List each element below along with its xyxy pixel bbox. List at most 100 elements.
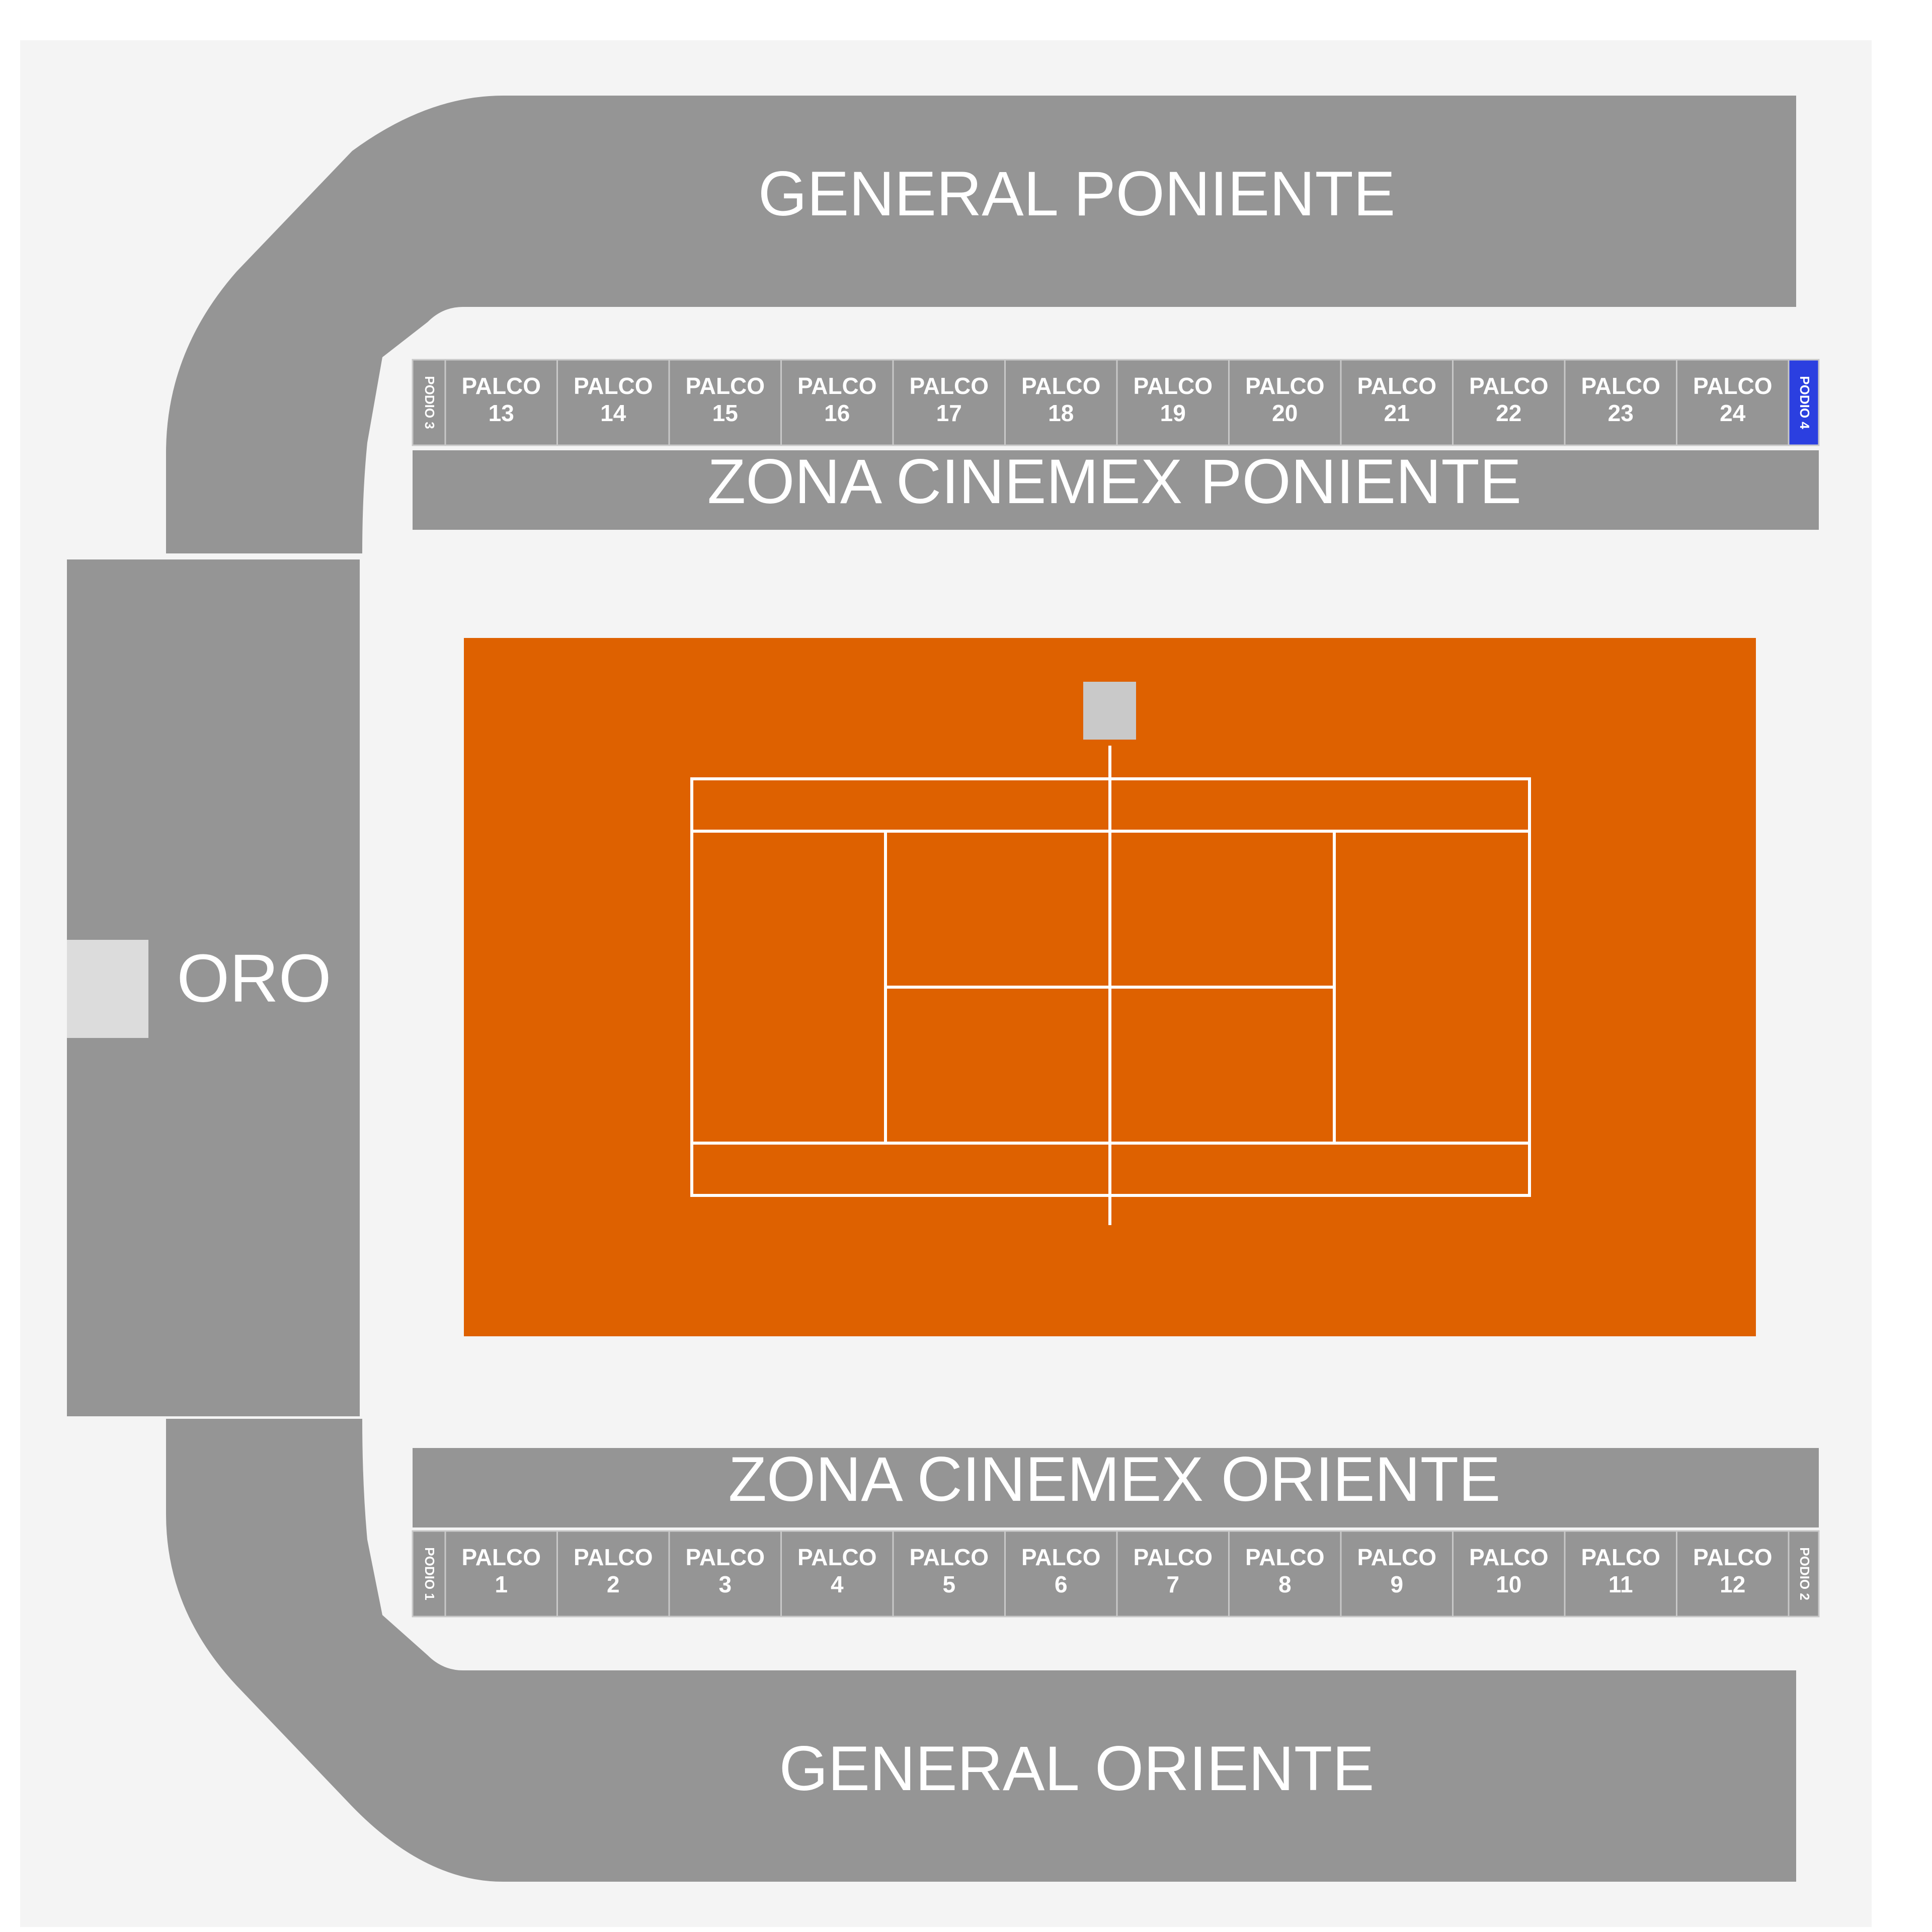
palco-label: PALCO <box>574 373 653 399</box>
palco-box[interactable] <box>1564 1530 1677 1618</box>
palco-number: 24 <box>1720 400 1746 426</box>
palco-row-oriente: PALCO1PALCO2PALCO3PALCO4PALCO5PALCO6PALC… <box>444 1530 1790 1618</box>
palco-number: 8 <box>1278 1571 1292 1597</box>
palco-label: PALCO <box>1021 1544 1101 1570</box>
section-label-general-poniente: GENERAL PONIENTE <box>758 159 1395 229</box>
palco-number: 11 <box>1608 1571 1633 1597</box>
palco-box[interactable] <box>1452 359 1566 446</box>
palco-label: PALCO <box>1133 1544 1213 1570</box>
section-label-oro: ORO <box>177 940 332 1016</box>
palco-number: 1 <box>495 1571 508 1597</box>
palco-label: PALCO <box>1357 373 1436 399</box>
palco-box[interactable] <box>1228 1530 1342 1618</box>
palco-label: PALCO <box>1469 373 1549 399</box>
section-zona-cinemex-poniente[interactable] <box>413 450 1819 530</box>
palco-label: PALCO <box>1693 373 1773 399</box>
palco-label: PALCO <box>685 373 765 399</box>
section-zona-cinemex-oriente[interactable] <box>413 1448 1819 1527</box>
palco-number: 12 <box>1720 1571 1745 1597</box>
palco-number: 4 <box>831 1571 844 1597</box>
palco-number: 5 <box>942 1571 955 1597</box>
oro-accessory-box <box>67 940 148 1038</box>
section-general-oriente[interactable] <box>166 1419 1796 1882</box>
palco-number: 2 <box>607 1571 620 1597</box>
palco-box[interactable] <box>1116 359 1230 446</box>
palco-number: 7 <box>1166 1571 1179 1597</box>
palco-box[interactable] <box>1340 359 1454 446</box>
palco-number: 15 <box>712 400 738 426</box>
palco-label: PALCO <box>909 1544 989 1570</box>
section-label-general-oriente: GENERAL ORIENTE <box>779 1734 1374 1804</box>
umpire-chair <box>1083 682 1136 740</box>
palco-box[interactable] <box>780 1530 894 1618</box>
palco-box[interactable] <box>780 359 894 446</box>
palco-row-poniente: PALCO13PALCO14PALCO15PALCO16PALCO17PALCO… <box>444 359 1790 446</box>
section-label-zona-cinemex-poniente: ZONA CINEMEX PONIENTE <box>707 447 1521 517</box>
palco-box[interactable] <box>1228 359 1342 446</box>
palco-box[interactable] <box>556 359 670 446</box>
palco-number: 6 <box>1055 1571 1068 1597</box>
palco-label: PALCO <box>461 1544 541 1570</box>
palco-box[interactable] <box>668 1530 782 1618</box>
podio-4[interactable]: PODIO 4 <box>1788 359 1820 446</box>
palco-box[interactable] <box>1004 1530 1118 1618</box>
palco-box[interactable] <box>668 359 782 446</box>
palco-number: 21 <box>1384 400 1410 426</box>
palco-label: PALCO <box>797 373 877 399</box>
palco-number: 3 <box>718 1571 732 1597</box>
palco-box[interactable] <box>1340 1530 1454 1618</box>
palco-box[interactable] <box>892 1530 1006 1618</box>
palco-box[interactable] <box>1004 359 1118 446</box>
podio-3-label: PODIO 3 <box>422 376 437 429</box>
palco-box[interactable] <box>1676 359 1790 446</box>
palco-box[interactable] <box>892 359 1006 446</box>
palco-label: PALCO <box>1581 1544 1660 1570</box>
palco-number: 14 <box>600 400 626 426</box>
palco-box[interactable] <box>444 359 558 446</box>
palco-label: PALCO <box>1245 373 1325 399</box>
palco-label: PALCO <box>1357 1544 1436 1570</box>
palco-box[interactable] <box>444 1530 558 1618</box>
palco-box[interactable] <box>1676 1530 1790 1618</box>
palco-label: PALCO <box>685 1544 765 1570</box>
palco-number: 18 <box>1048 400 1074 426</box>
palco-box[interactable] <box>556 1530 670 1618</box>
palco-label: PALCO <box>1133 373 1213 399</box>
court-lines <box>690 746 1531 1225</box>
podio-3[interactable]: PODIO 3 <box>412 359 446 446</box>
palco-label: PALCO <box>1581 373 1660 399</box>
section-general-poniente[interactable] <box>166 96 1796 553</box>
podio-2[interactable]: PODIO 2 <box>1788 1530 1820 1618</box>
palco-box[interactable] <box>1452 1530 1566 1618</box>
podio-1[interactable]: PODIO 1 <box>412 1530 446 1618</box>
palco-number: 16 <box>824 400 850 426</box>
palco-number: 13 <box>489 400 514 426</box>
palco-number: 20 <box>1272 400 1298 426</box>
palco-label: PALCO <box>797 1544 877 1570</box>
